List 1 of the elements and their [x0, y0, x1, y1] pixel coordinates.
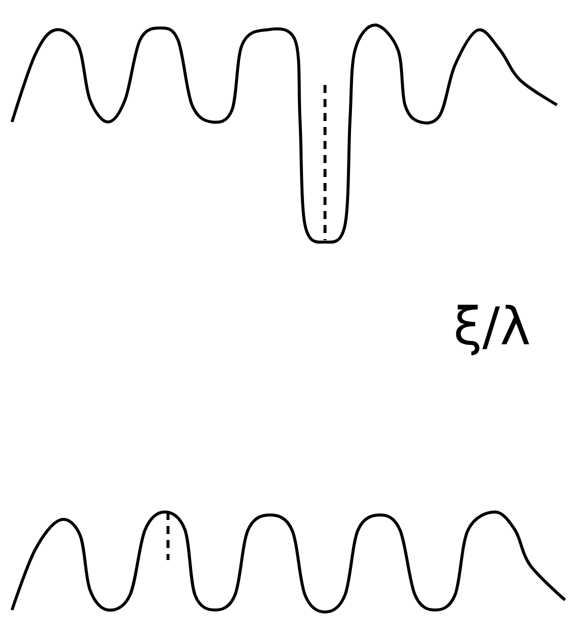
ratio-label: ξ/λ	[456, 304, 530, 356]
